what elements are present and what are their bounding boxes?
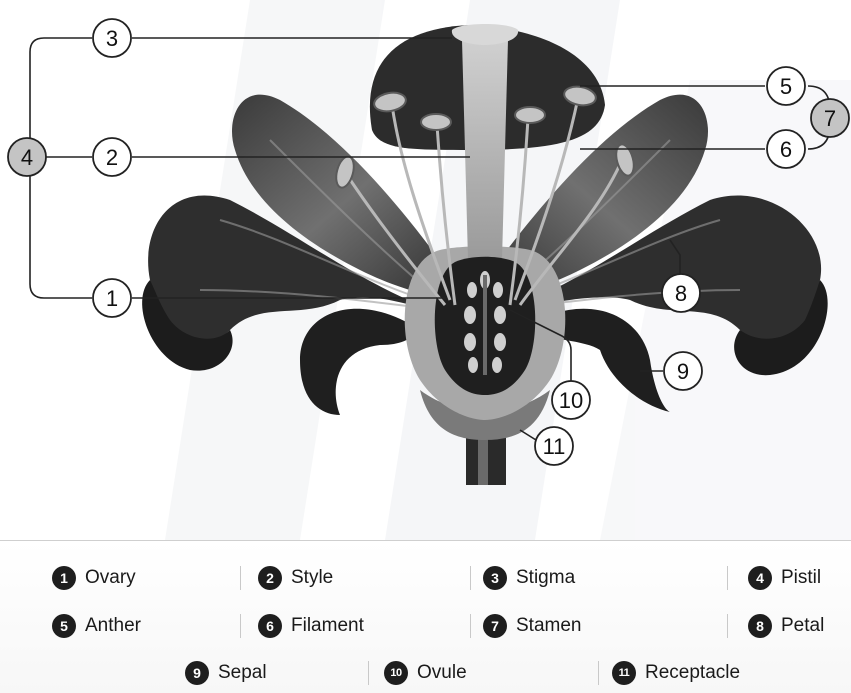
- svg-text:3: 3: [106, 26, 118, 51]
- callout-8: 8: [662, 274, 700, 312]
- ovules: [464, 271, 506, 375]
- legend-label: Pistil: [781, 567, 821, 589]
- legend-label: Ovule: [417, 662, 467, 684]
- legend-item-ovary: 1 Ovary: [52, 563, 136, 593]
- svg-text:4: 4: [21, 145, 33, 170]
- divider: [240, 614, 241, 638]
- number-badge: 9: [185, 661, 209, 685]
- legend-label: Petal: [781, 615, 824, 637]
- number-badge: 3: [483, 566, 507, 590]
- divider: [598, 661, 599, 685]
- divider: [727, 566, 728, 590]
- number-badge: 6: [258, 614, 282, 638]
- divider: [470, 614, 471, 638]
- legend-item-ovule: 10 Ovule: [384, 658, 467, 688]
- legend-label: Style: [291, 567, 333, 589]
- callout-11: 11: [535, 427, 573, 465]
- legend-label: Filament: [291, 615, 364, 637]
- callout-1: 1: [93, 279, 131, 317]
- legend-item-anther: 5 Anther: [52, 611, 141, 641]
- callout-7: 7: [811, 99, 849, 137]
- legend: 1 Ovary 2 Style 3 Stigma 4 Pistil 5 Anth…: [0, 540, 851, 693]
- callout-6: 6: [767, 130, 805, 168]
- number-badge: 10: [384, 661, 408, 685]
- legend-item-stamen: 7 Stamen: [483, 611, 581, 641]
- svg-text:9: 9: [677, 359, 689, 384]
- flower-diagram: 3 4 2 1 5 6 7 8: [0, 0, 851, 540]
- number-badge: 5: [52, 614, 76, 638]
- legend-label: Sepal: [218, 662, 267, 684]
- callout-9: 9: [664, 352, 702, 390]
- legend-label: Stamen: [516, 615, 581, 637]
- divider: [368, 661, 369, 685]
- svg-text:11: 11: [543, 434, 566, 459]
- legend-item-stigma: 3 Stigma: [483, 563, 575, 593]
- legend-item-receptacle: 11 Receptacle: [612, 658, 740, 688]
- legend-item-sepal: 9 Sepal: [185, 658, 267, 688]
- svg-text:10: 10: [559, 388, 583, 413]
- legend-label: Stigma: [516, 567, 575, 589]
- divider: [470, 566, 471, 590]
- callout-10: 10: [552, 381, 590, 419]
- number-badge: 1: [52, 566, 76, 590]
- legend-item-pistil: 4 Pistil: [748, 563, 821, 593]
- svg-text:7: 7: [824, 106, 836, 131]
- callout-4: 4: [8, 138, 46, 176]
- style-shape: [462, 40, 508, 260]
- divider: [240, 566, 241, 590]
- svg-text:5: 5: [780, 74, 792, 99]
- number-badge: 7: [483, 614, 507, 638]
- number-badge: 2: [258, 566, 282, 590]
- svg-text:6: 6: [780, 137, 792, 162]
- svg-text:1: 1: [106, 286, 118, 311]
- callout-5: 5: [767, 67, 805, 105]
- callout-2: 2: [93, 138, 131, 176]
- svg-text:2: 2: [106, 145, 118, 170]
- number-badge: 11: [612, 661, 636, 685]
- legend-label: Anther: [85, 615, 141, 637]
- number-badge: 8: [748, 614, 772, 638]
- number-badge: 4: [748, 566, 772, 590]
- legend-item-style: 2 Style: [258, 563, 333, 593]
- legend-item-petal: 8 Petal: [748, 611, 824, 641]
- divider: [727, 614, 728, 638]
- sepal-left: [300, 309, 420, 415]
- legend-label: Ovary: [85, 567, 136, 589]
- callout-3: 3: [93, 19, 131, 57]
- legend-item-filament: 6 Filament: [258, 611, 364, 641]
- legend-label: Receptacle: [645, 662, 740, 684]
- svg-text:8: 8: [675, 281, 687, 306]
